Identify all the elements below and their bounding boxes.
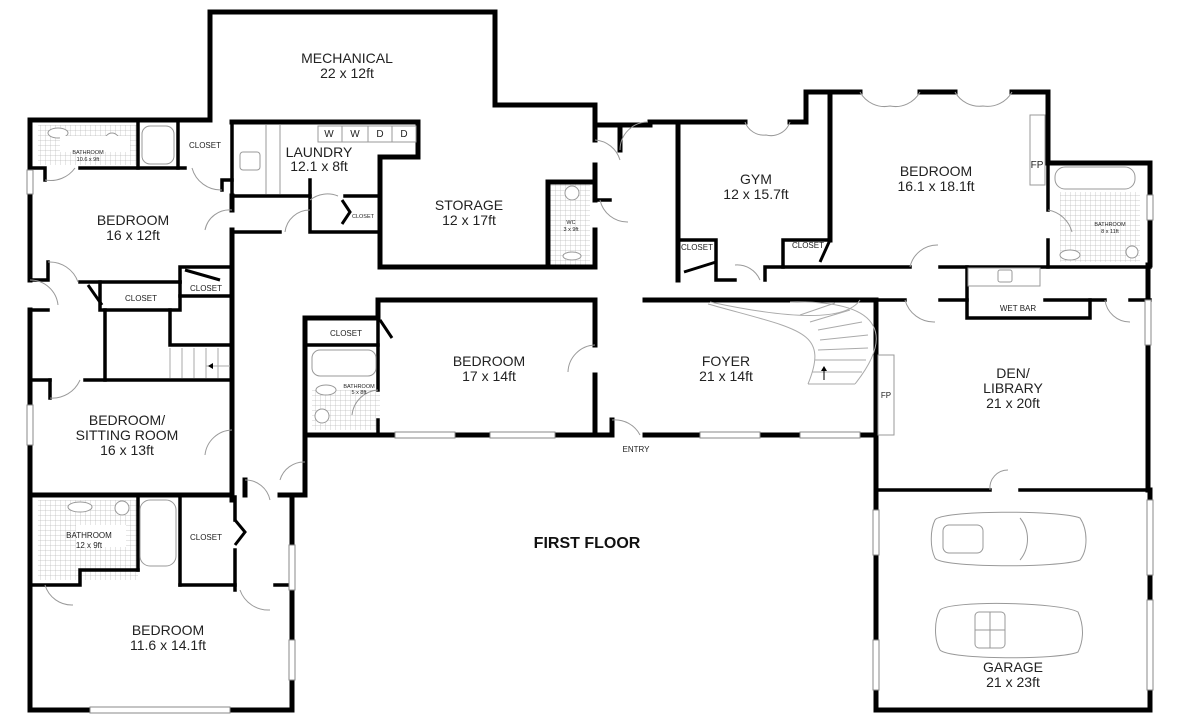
bathroom-center-size: 5 x 8ft (352, 390, 367, 396)
appliance-dryer-1: D (376, 129, 383, 140)
sink-icon (47, 127, 69, 139)
closet-gym-b: CLOSET (792, 241, 824, 250)
den-size: 21 x 20ft (986, 395, 1040, 411)
bathroom-sw-size: 12 x 9ft (76, 541, 103, 550)
fireplace-ne (1029, 114, 1046, 186)
wc-size: 3 x 9ft (564, 227, 579, 233)
mechanical-size: 22 x 12ft (320, 65, 374, 81)
bathroom-sw-name: BATHROOM (66, 531, 112, 540)
bedroom-nw-name: BEDROOM (97, 212, 169, 228)
windows (26, 169, 1154, 714)
fireplace-ne-label: FP (1031, 160, 1044, 171)
closet-gym-a: CLOSET (681, 243, 713, 252)
ne-bathtub-icon (1054, 166, 1136, 190)
entry-label: ENTRY (623, 445, 651, 454)
foyer-stair-arrow-icon (821, 366, 827, 371)
gym-size: 12 x 15.7ft (723, 186, 788, 202)
sitting-room-name-1: BEDROOM/ (89, 412, 165, 428)
bedroom-center-name: BEDROOM (453, 353, 525, 369)
walls (27, 9, 1153, 713)
car-icon (930, 511, 1087, 567)
appliance-dryer-2: D (400, 129, 407, 140)
doors (29, 91, 1131, 611)
bedroom-ne-name: BEDROOM (900, 163, 972, 179)
stairs (169, 299, 877, 385)
bathroom-nw-size: 10.6 x 9ft (77, 157, 100, 163)
foyer-name: FOYER (702, 353, 750, 369)
closet-laundry: CLOSET (352, 214, 375, 220)
fixtures (47, 114, 1139, 567)
laundry-size: 12.1 x 8ft (290, 158, 348, 174)
foyer-size: 21 x 14ft (699, 368, 753, 384)
bedroom-nw-size: 16 x 12ft (106, 227, 160, 243)
sw-bathtub-icon (139, 499, 177, 567)
closet-hall-a: CLOSET (125, 294, 157, 303)
closet-hall-b: CLOSET (190, 284, 222, 293)
bedroom-ne-size: 16.1 x 18.1ft (897, 178, 974, 194)
stair-arrow-icon (208, 363, 213, 369)
fireplace-den (877, 354, 895, 436)
wc-name: WC (566, 220, 575, 226)
den-name-1: DEN/ (996, 365, 1030, 381)
tile-floors (38, 125, 1140, 580)
wc-sink-icon (562, 251, 582, 261)
garage-cars (930, 511, 1087, 659)
floor-title: FIRST FLOOR (534, 535, 641, 552)
garage-size: 21 x 23ft (986, 674, 1040, 690)
wet-bar-label: WET BAR (1000, 304, 1037, 313)
mechanical-name: MECHANICAL (301, 50, 393, 66)
garage-name: GARAGE (983, 659, 1043, 675)
utility-sink-icon (239, 151, 261, 171)
appliance-washer-2: W (350, 129, 360, 140)
wet-bar-sink-icon (997, 269, 1013, 283)
storage-name: STORAGE (435, 197, 503, 213)
wc-toilet-icon (564, 185, 580, 201)
bathroom-ne-name: BATHROOM (1094, 222, 1126, 228)
sitting-room-name-2: SITTING ROOM (76, 427, 179, 443)
appliance-washer-1: W (324, 129, 334, 140)
bedroom-center-size: 17 x 14ft (462, 368, 516, 384)
closet-nw-bath: CLOSET (189, 141, 221, 150)
bedroom-sw-name: BEDROOM (132, 622, 204, 638)
room-labels: MECHANICAL 22 x 12ft LAUNDRY 12.1 x 8ft … (66, 50, 1126, 690)
bathroom-nw-name: BATHROOM (72, 150, 104, 156)
gym-name: GYM (740, 171, 772, 187)
bathroom-center-name: BATHROOM (343, 384, 375, 390)
car-icon (935, 602, 1083, 659)
bathroom-ne-size: 8 x 11ft (1101, 229, 1119, 235)
closet-sw: CLOSET (190, 533, 222, 542)
closet-center: CLOSET (330, 329, 362, 338)
storage-size: 12 x 17ft (442, 212, 496, 228)
sitting-room-size: 16 x 13ft (100, 442, 154, 458)
den-name-2: LIBRARY (983, 380, 1043, 396)
bedroom-sw-size: 11.6 x 14.1ft (130, 637, 206, 653)
closet-door-leaves (86, 199, 832, 546)
fireplace-den-label: FP (881, 391, 891, 400)
bathtub-icon (141, 125, 175, 165)
laundry-name: LAUNDRY (286, 144, 353, 160)
